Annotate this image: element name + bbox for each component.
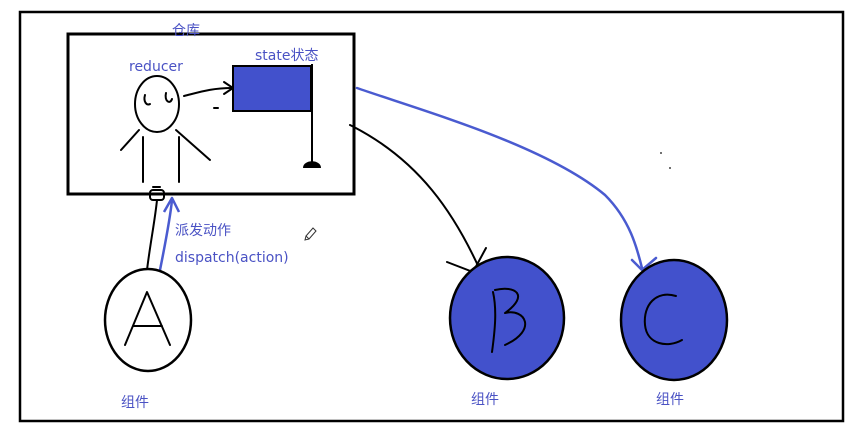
state-to-c-arrow [355, 86, 644, 270]
component-b-label: 组件 [471, 392, 499, 408]
reducer-head [134, 75, 180, 133]
component-c-label: 组件 [656, 392, 684, 408]
component-a-label: 组件 [121, 395, 149, 411]
dispatch-cn-label: 派发动作 [175, 223, 231, 239]
reducer-arm-left [120, 129, 140, 151]
dispatch-arrowhead [162, 196, 181, 213]
component-c-circle [619, 258, 729, 382]
dispatch-code-label: dispatch(action) [175, 250, 289, 266]
reducer-arm-right [175, 129, 211, 161]
reducer-eye-left [143, 94, 151, 106]
state-to-c-arrowhead [630, 256, 658, 272]
reducer-to-state-arrow [183, 81, 235, 109]
state-label: state状态 [255, 48, 319, 64]
dispatch-arrow-blue [158, 199, 174, 271]
stray-dot-2 [669, 167, 671, 169]
component-c-glyph [643, 293, 683, 346]
component-a-circle [103, 267, 193, 373]
reducer-figure [120, 75, 211, 201]
component-a-glyph [124, 291, 171, 346]
state-flag-base [303, 161, 321, 168]
store-box [66, 32, 356, 196]
store-to-b-arrow [349, 124, 481, 271]
state-flag [232, 65, 312, 112]
pencil-cursor-icon [304, 227, 317, 241]
reducer-eye-right [164, 92, 173, 103]
component-b-circle [448, 255, 566, 381]
store-label: 仓库 [172, 23, 200, 39]
stray-dot-1 [660, 152, 662, 154]
component-b-glyph [491, 287, 527, 353]
dispatch-line-black [146, 199, 158, 271]
reducer-label: reducer [129, 59, 183, 75]
outer-frame [18, 10, 845, 423]
